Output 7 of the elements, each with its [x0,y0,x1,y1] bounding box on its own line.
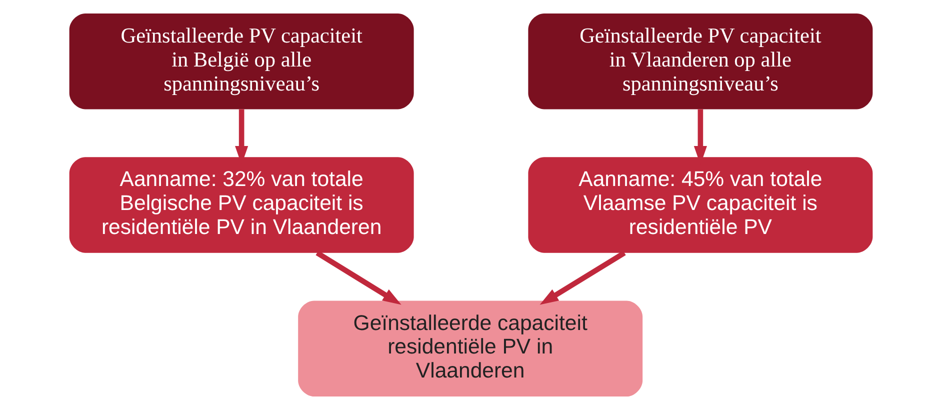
node-box: Aanname: 45% van totale Vlaamse PV capaciteit is residentiële PV [528,157,872,253]
node-box: Geïnstalleerde PV capaciteit in Vlaanderen op alle spanningsniveau’s [528,13,872,110]
node-box: Geïnstalleerde PV capaciteit in België op alle spanningsniveau’s [68,13,414,110]
arrow [315,250,401,305]
node-box: Geïnstalleerde capaciteit residentiële PV in Vlaanderen [298,300,642,397]
arrow [539,250,626,305]
node-box: Aanname: 32% van totale Belgische PV capaciteit is residentiële PV in Vlaanderen [68,157,414,253]
